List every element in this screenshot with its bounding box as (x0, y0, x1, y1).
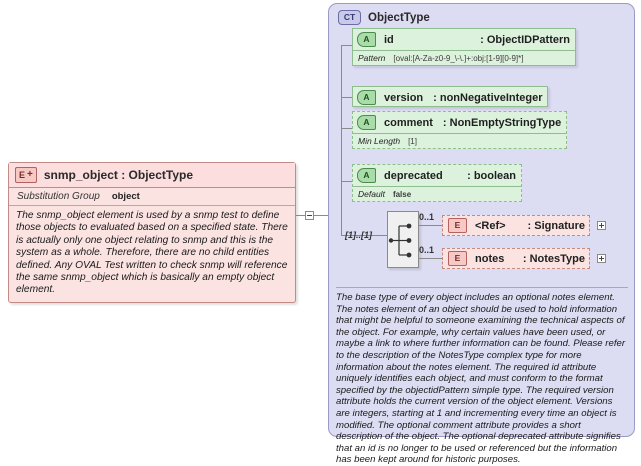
attr-branch-version (341, 97, 352, 98)
element-badge-icon: E+ (15, 167, 37, 183)
attribute-badge-icon: A (357, 168, 376, 183)
facet-value: false (392, 190, 412, 199)
element-type: : Signature (527, 219, 585, 232)
substitution-group-row: Substitution Group object (9, 188, 295, 206)
attribute-box-comment[interactable]: A comment : NonEmptyStringType Min Lengt… (352, 111, 567, 149)
sequence-branch-line (341, 235, 387, 236)
attribute-name: comment (384, 116, 433, 129)
element-badge-icon: E (448, 218, 467, 233)
sequence-icon (388, 223, 412, 258)
attribute-type: : nonNegativeInteger (433, 91, 543, 104)
attribute-type: : ObjectIDPattern (480, 33, 570, 46)
attribute-facet-default: Default false (353, 187, 521, 202)
attribute-type: : NonEmptyStringType (442, 116, 562, 129)
attribute-header-version: A version : nonNegativeInteger (353, 87, 547, 108)
facet-label: Default (358, 189, 385, 199)
child-cardinality-notes: 0..1 (419, 245, 435, 255)
attribute-name: id (384, 33, 394, 46)
substitution-group-value: object (111, 191, 140, 202)
element-name: <Ref> (475, 219, 506, 232)
complextype-badge-icon: CT (338, 10, 361, 25)
attribute-badge-icon: A (357, 32, 376, 47)
expand-notes-button[interactable] (597, 254, 606, 263)
attribute-spine (341, 45, 342, 235)
attr-branch-comment (341, 128, 352, 129)
attribute-type: : boolean (467, 169, 516, 182)
complextype-title: ObjectType (368, 11, 430, 24)
attribute-header-id: A id : ObjectIDPattern (353, 29, 575, 51)
attr-branch-id (341, 45, 352, 46)
element-box-notes[interactable]: E notes : NotesType (442, 248, 590, 269)
diagram-canvas: CT ObjectType A id : ObjectIDPattern Pat… (8, 3, 635, 466)
expand-ref-button[interactable] (597, 221, 606, 230)
attribute-header-deprecated: A deprecated : boolean (353, 165, 521, 187)
attribute-facet-minlength: Min Length [1] (353, 134, 566, 149)
child-branch-ref (419, 225, 442, 226)
element-to-type-connector-right (314, 215, 328, 216)
element-box-snmp-object[interactable]: E+ snmp_object : ObjectType Substitution… (8, 162, 296, 303)
attribute-box-version[interactable]: A version : nonNegativeInteger (352, 86, 548, 107)
facet-label: Pattern (358, 53, 386, 63)
complextype-annotation: The base type of every object includes a… (336, 287, 628, 466)
attribute-facet-pattern: Pattern [oval:[A-Za-z0-9_\-\.]+:obj:[1-9… (353, 51, 575, 66)
element-title: snmp_object : ObjectType (43, 168, 193, 182)
element-type: : NotesType (522, 252, 585, 265)
attribute-badge-icon: A (357, 115, 376, 130)
attribute-header-comment: A comment : NonEmptyStringType (353, 112, 566, 134)
facet-label: Min Length (358, 136, 401, 146)
collapse-type-button[interactable] (305, 211, 314, 220)
sequence-cardinality-label: [1]..[1] (345, 230, 372, 240)
attribute-name: deprecated (384, 169, 443, 182)
element-to-type-connector-left (296, 215, 305, 216)
attribute-box-deprecated[interactable]: A deprecated : boolean Default false (352, 164, 522, 202)
child-cardinality-ref: 0..1 (419, 212, 435, 222)
facet-value: [oval:[A-Za-z0-9_\-\.]+:obj:[1-9][0-9]*] (393, 54, 524, 63)
facet-value: [1] (408, 137, 417, 146)
substitution-group-label: Substitution Group (17, 191, 100, 202)
attribute-badge-icon: A (357, 90, 376, 105)
element-badge-icon: E (448, 251, 467, 266)
element-annotation: The snmp_object element is used by a snm… (16, 210, 288, 296)
child-branch-notes (419, 258, 442, 259)
complextype-header: CT ObjectType (329, 4, 634, 25)
element-name: notes (475, 252, 505, 265)
attribute-box-id[interactable]: A id : ObjectIDPattern Pattern [oval:[A-… (352, 28, 576, 66)
attribute-name: version (384, 91, 424, 104)
element-header: E+ snmp_object : ObjectType (9, 163, 295, 188)
element-badge-plus-icon: + (27, 169, 33, 180)
element-badge-letter: E (19, 169, 26, 180)
element-box-ref[interactable]: E <Ref> : Signature (442, 215, 590, 236)
attr-branch-deprecated (341, 181, 352, 182)
sequence-compositor-icon[interactable] (387, 211, 419, 268)
